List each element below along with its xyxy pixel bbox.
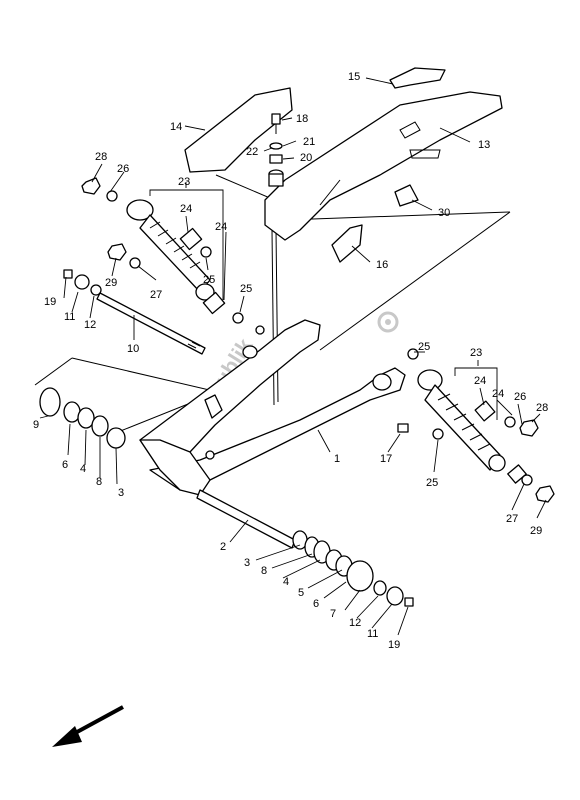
callout-8: 8 (261, 565, 267, 577)
callout-21: 21 (303, 136, 315, 148)
callout-3: 3 (118, 487, 124, 499)
right-shock-absorber (407, 348, 533, 486)
label-sticker (394, 184, 419, 207)
rear-mount-bolt (255, 325, 409, 433)
callout-7: 7 (330, 608, 336, 620)
callout-28: 28 (536, 402, 548, 414)
callout-12: 12 (84, 319, 96, 331)
callout-10: 10 (127, 343, 139, 355)
callout-5: 5 (298, 587, 304, 599)
callout-18: 18 (296, 113, 308, 125)
swingarm-axle (196, 489, 296, 549)
callout-24: 24 (474, 375, 486, 387)
callout-25: 25 (426, 477, 438, 489)
callout-17: 17 (380, 453, 392, 465)
callout-26: 26 (117, 163, 129, 175)
callout-4: 4 (283, 576, 289, 588)
callout-23: 23 (470, 347, 482, 359)
callout-24: 24 (215, 221, 227, 233)
callout-11: 11 (64, 311, 75, 323)
callout-4: 4 (80, 463, 86, 475)
pivot-shaft (96, 292, 206, 355)
left-shock-absorber (126, 199, 244, 324)
callout-6: 6 (313, 598, 319, 610)
left-pivot-hardware (63, 269, 102, 296)
callout-14: 14 (170, 121, 182, 133)
swingarm (139, 319, 406, 496)
callout-25: 25 (418, 341, 430, 353)
callout-15: 15 (348, 71, 360, 83)
callout-24: 24 (492, 388, 504, 400)
callout-23: 23 (178, 176, 190, 188)
callout-29: 29 (530, 525, 542, 537)
right-upper-nut (519, 419, 555, 503)
watermark-gear-icon (377, 311, 399, 333)
protector-plate (331, 224, 363, 263)
callout-1: 1 (334, 453, 340, 465)
callout-26: 26 (514, 391, 526, 403)
right-bearing-stack (292, 530, 414, 607)
mount-bolt-set (268, 113, 284, 187)
guard-plate (184, 87, 293, 173)
callout-25: 25 (240, 283, 252, 295)
callout-13: 13 (478, 139, 490, 151)
callout-2: 2 (220, 541, 226, 553)
callout-8: 8 (96, 476, 102, 488)
callout-28: 28 (95, 151, 107, 163)
callout-3: 3 (244, 557, 250, 569)
callout-24: 24 (180, 203, 192, 215)
left-upper-nut (81, 177, 118, 202)
callout-12: 12 (349, 617, 361, 629)
callout-20: 20 (300, 152, 312, 164)
callout-16: 16 (376, 259, 388, 271)
left-bearing-stack (39, 387, 126, 449)
callout-11: 11 (367, 628, 378, 640)
callout-19: 19 (388, 639, 400, 651)
callout-6: 6 (62, 459, 68, 471)
callout-27: 27 (506, 513, 518, 525)
callout-9: 9 (33, 419, 39, 431)
callout-30: 30 (438, 207, 450, 219)
callout-labels: 1 2 3 3 4 4 5 6 6 7 8 8 9 10 11 11 12 12… (33, 71, 548, 651)
callout-22: 22 (246, 146, 258, 158)
callout-19: 19 (44, 296, 56, 308)
callout-25: 25 (203, 274, 215, 286)
leader-lines (39, 77, 547, 636)
front-direction-arrow-icon (52, 705, 124, 747)
left-collar (107, 243, 127, 261)
callout-27: 27 (150, 289, 162, 301)
callout-29: 29 (105, 277, 117, 289)
top-trim (389, 67, 446, 89)
